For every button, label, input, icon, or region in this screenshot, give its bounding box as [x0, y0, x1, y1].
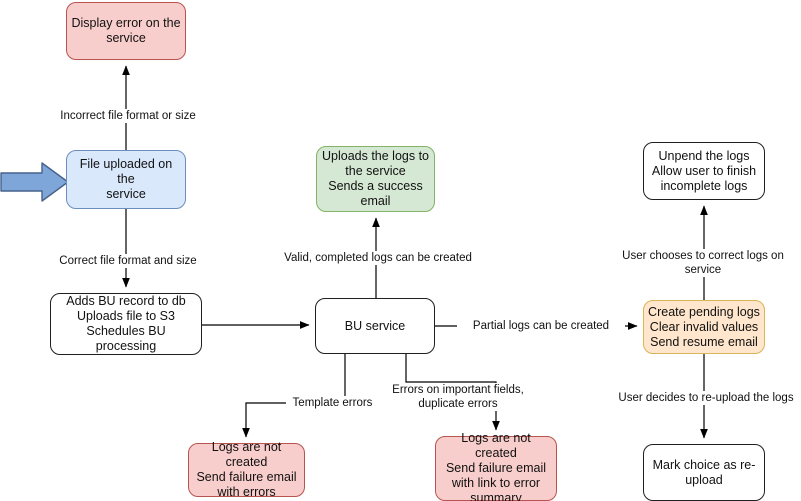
- node-display-error[interactable]: Display error on the service: [66, 2, 186, 60]
- node-mark-choice-reupload[interactable]: Mark choice as re- upload: [643, 444, 765, 501]
- node-uploads-logs[interactable]: Uploads the logs to the service Sends a …: [316, 146, 435, 212]
- node-logs-not-created-summary[interactable]: Logs are not created Send failure email …: [435, 431, 557, 501]
- edge-label-template-errors: Template errors: [286, 396, 379, 410]
- edge-label-errors-important-fields: Errors on important fields, duplicate er…: [386, 383, 530, 411]
- node-file-uploaded[interactable]: File uploaded on the service: [66, 150, 186, 209]
- entry-block-arrow: [0, 162, 69, 202]
- edge-label-correct-file-format: Correct file format and size: [56, 254, 200, 268]
- edge-label-partial-logs: Partial logs can be created: [457, 319, 625, 333]
- node-create-pending-logs[interactable]: Create pending logs Clear invalid values…: [643, 300, 765, 354]
- edge-label-user-decides-reupload: User decides to re-upload the logs: [611, 391, 801, 405]
- edge-label-valid-completed-logs: Valid, completed logs can be created: [281, 251, 475, 265]
- node-adds-bu-record[interactable]: Adds BU record to db Uploads file to S3 …: [50, 293, 202, 355]
- edge-label-user-chooses-correct: User chooses to correct logs on service: [601, 249, 801, 277]
- edge-label-incorrect-file-format: Incorrect file format or size: [56, 109, 200, 123]
- node-logs-not-created-template[interactable]: Logs are not created Send failure email …: [188, 440, 305, 499]
- node-bu-service[interactable]: BU service: [315, 298, 435, 354]
- node-unpend-logs[interactable]: Unpend the logs Allow user to finish inc…: [643, 142, 765, 200]
